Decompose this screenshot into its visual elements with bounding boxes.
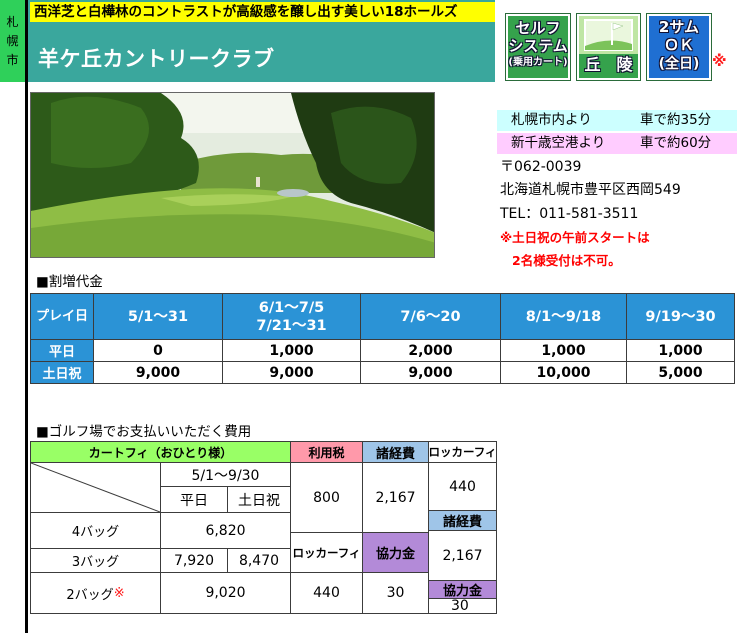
badge-line: 2サム bbox=[658, 18, 700, 36]
table-row: 平日 0 1,000 2,000 1,000 1,000 bbox=[30, 339, 735, 362]
cart-fee-header: カートフィ（おひとり様） bbox=[31, 442, 291, 463]
tax-header: 利用税 bbox=[291, 442, 363, 463]
table-cell: 0 bbox=[93, 339, 223, 362]
note-mark: ※ bbox=[712, 52, 727, 70]
locker-value: 440 bbox=[429, 463, 497, 511]
course-photo bbox=[30, 92, 435, 258]
page-frame-line bbox=[25, 0, 28, 633]
bag-price: 6,820 bbox=[161, 513, 291, 549]
badge-line: ＯＫ bbox=[663, 36, 694, 54]
note-mark: ※ bbox=[113, 585, 125, 601]
city-label: 札 幌 市 bbox=[0, 0, 25, 82]
expenses-value: 2,167 bbox=[429, 531, 497, 581]
access-from: 新千歳空港より bbox=[511, 135, 606, 151]
cooperation-header: 協力金 bbox=[363, 533, 429, 573]
surcharge-heading: ■割増代金 bbox=[36, 274, 103, 290]
fee-table: カートフィ（おひとり様） 利用税 諸経費 ロッカーフィ 5/1〜9/30 平日 … bbox=[30, 441, 497, 614]
weekend-notice: 2名様受付は不可。 bbox=[512, 253, 621, 268]
weekend-notice: ※土日祝の午前スタートは bbox=[500, 230, 650, 245]
expenses-header: 諸経費 bbox=[429, 511, 497, 531]
row-label: 平日 bbox=[30, 339, 94, 362]
column-header: 8/1〜9/18 bbox=[500, 293, 627, 340]
expenses-value: 2,167 bbox=[363, 463, 429, 533]
cooperation-header: 協力金 bbox=[429, 581, 497, 599]
column-header: 7/6〜20 bbox=[360, 293, 501, 340]
table-cell: 9,000 bbox=[360, 361, 501, 384]
badge-line: (全日) bbox=[658, 56, 700, 72]
table-cell: 9,000 bbox=[93, 361, 223, 384]
city-char: 幌 bbox=[6, 33, 19, 48]
table-cell: 1,000 bbox=[500, 339, 627, 362]
tagline: 西洋芝と白樺林のコントラストが高級感を醸し出す美しい18ホールズ bbox=[30, 2, 495, 22]
tax-value: 800 bbox=[291, 463, 363, 533]
terrain-label: 丘 陵 bbox=[584, 55, 633, 74]
column-header: プレイ日 bbox=[30, 293, 94, 340]
telephone: TEL：011-581-3511 bbox=[500, 206, 639, 222]
bag-label: 2バッグ※ bbox=[31, 573, 161, 614]
access-from: 札幌市内より bbox=[511, 112, 592, 128]
postal-code: 〒062-0039 bbox=[500, 159, 582, 175]
column-header: 5/1〜31 bbox=[93, 293, 223, 340]
row-label: 土日祝 bbox=[30, 361, 94, 384]
bag-label: 3バッグ bbox=[31, 549, 161, 573]
page-title: 羊ケ丘カントリークラブ bbox=[38, 47, 275, 71]
access-row: 札幌市内より 車で約35分 bbox=[497, 110, 737, 131]
weekend-label: 土日祝 bbox=[228, 487, 291, 513]
season-label: 5/1〜9/30 bbox=[161, 463, 291, 487]
table-cell: 9,000 bbox=[222, 361, 361, 384]
city-char: 札 bbox=[6, 14, 19, 29]
bag-price-weekend: 8,470 bbox=[228, 549, 291, 573]
fees-heading: ■ゴルフ場でお支払いいただく費用 bbox=[36, 424, 252, 440]
street-address: 北海道札幌市豊平区西岡549 bbox=[500, 182, 681, 198]
table-cell: 10,000 bbox=[500, 361, 627, 384]
diagonal-cell bbox=[31, 463, 161, 513]
bag-price-weekday: 7,920 bbox=[161, 549, 228, 573]
bag-label-text: 2バッグ bbox=[66, 587, 114, 603]
locker-value: 440 bbox=[291, 573, 363, 614]
column-header: 9/19〜30 bbox=[626, 293, 735, 340]
locker-header: ロッカーフィ bbox=[428, 442, 497, 463]
table-cell: 5,000 bbox=[626, 361, 735, 384]
table-cell: 1,000 bbox=[626, 339, 735, 362]
bag-label: 4バッグ bbox=[31, 513, 161, 549]
weekday-label: 平日 bbox=[161, 487, 228, 513]
badge-line: システム bbox=[508, 37, 568, 55]
two-some-badge: 2サム ＯＫ (全日) bbox=[646, 13, 712, 81]
access-row: 新千歳空港より 車で約60分 bbox=[497, 133, 737, 154]
table-cell: 2,000 bbox=[360, 339, 501, 362]
expenses-header: 諸経費 bbox=[363, 442, 429, 463]
city-char: 市 bbox=[6, 52, 19, 67]
table-cell: 1,000 bbox=[222, 339, 361, 362]
access-time: 車で約35分 bbox=[640, 112, 712, 128]
self-system-badge: セルフ システム (乗用カート) bbox=[505, 13, 571, 81]
badge-line: (乗用カート) bbox=[508, 57, 568, 68]
badge-line: セルフ bbox=[515, 19, 561, 37]
table-row: 土日祝 9,000 9,000 9,000 10,000 5,000 bbox=[30, 361, 735, 384]
terrain-badge: 丘 陵 bbox=[576, 13, 641, 81]
cooperation-value: 30 bbox=[429, 598, 497, 614]
golf-flag-icon bbox=[579, 16, 638, 54]
cooperation-value: 30 bbox=[363, 573, 429, 614]
bag-price: 9,020 bbox=[161, 573, 291, 614]
access-time: 車で約60分 bbox=[640, 135, 712, 151]
locker-header: ロッカーフィ bbox=[291, 533, 363, 573]
